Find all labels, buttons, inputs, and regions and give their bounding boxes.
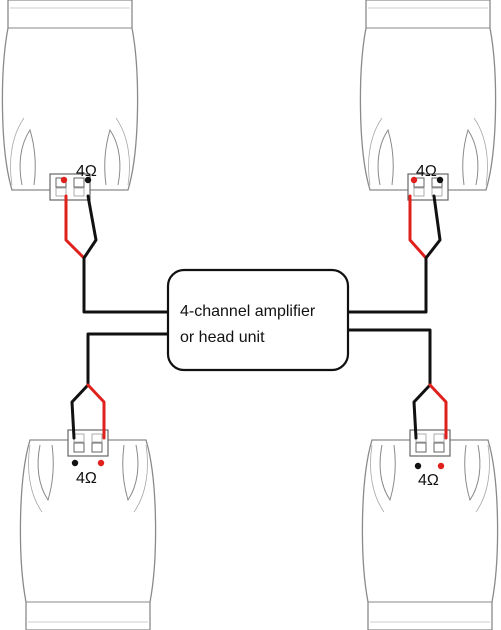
- positive-dot: [60, 176, 68, 184]
- impedance-label-bottom-left: 4Ω: [76, 470, 97, 487]
- wire-bottom-left-positive: [86, 383, 106, 440]
- wires: [64, 194, 448, 440]
- negative-dot: [84, 176, 92, 184]
- speaker-bottom-right: [361, 429, 499, 630]
- negative-dot-bottom-right: [414, 462, 422, 470]
- positive-dot-bottom-left: [97, 459, 105, 467]
- amplifier-box: 4-channel amplifier or head unit: [166, 268, 350, 372]
- speaker-top-right: [359, 0, 497, 201]
- wire-bottom-right-negative: [346, 328, 432, 440]
- amplifier-label-line1: 4-channel amplifier: [180, 303, 316, 320]
- impedance-label-bottom-right: 4Ω: [418, 472, 439, 489]
- amplifier-label-line2: or head unit: [180, 329, 265, 346]
- wire-top-left-positive: [64, 194, 86, 260]
- wire-top-right-negative: [346, 194, 442, 314]
- negative-dot-bottom-left: [71, 459, 79, 467]
- impedance-label-top-left: 4Ω: [76, 163, 97, 180]
- negative-dot: [436, 176, 444, 184]
- wire-bottom-left-negative: [70, 332, 170, 440]
- speaker-top-left: [1, 0, 139, 201]
- positive-dot: [410, 176, 418, 184]
- wire-top-left-negative: [82, 194, 170, 314]
- positive-dot-bottom-right: [437, 462, 445, 470]
- wire-bottom-right-positive: [428, 383, 448, 440]
- wire-top-right-positive: [408, 194, 428, 260]
- impedance-label-top-right: 4Ω: [416, 163, 437, 180]
- speaker-bottom-left: [19, 429, 157, 630]
